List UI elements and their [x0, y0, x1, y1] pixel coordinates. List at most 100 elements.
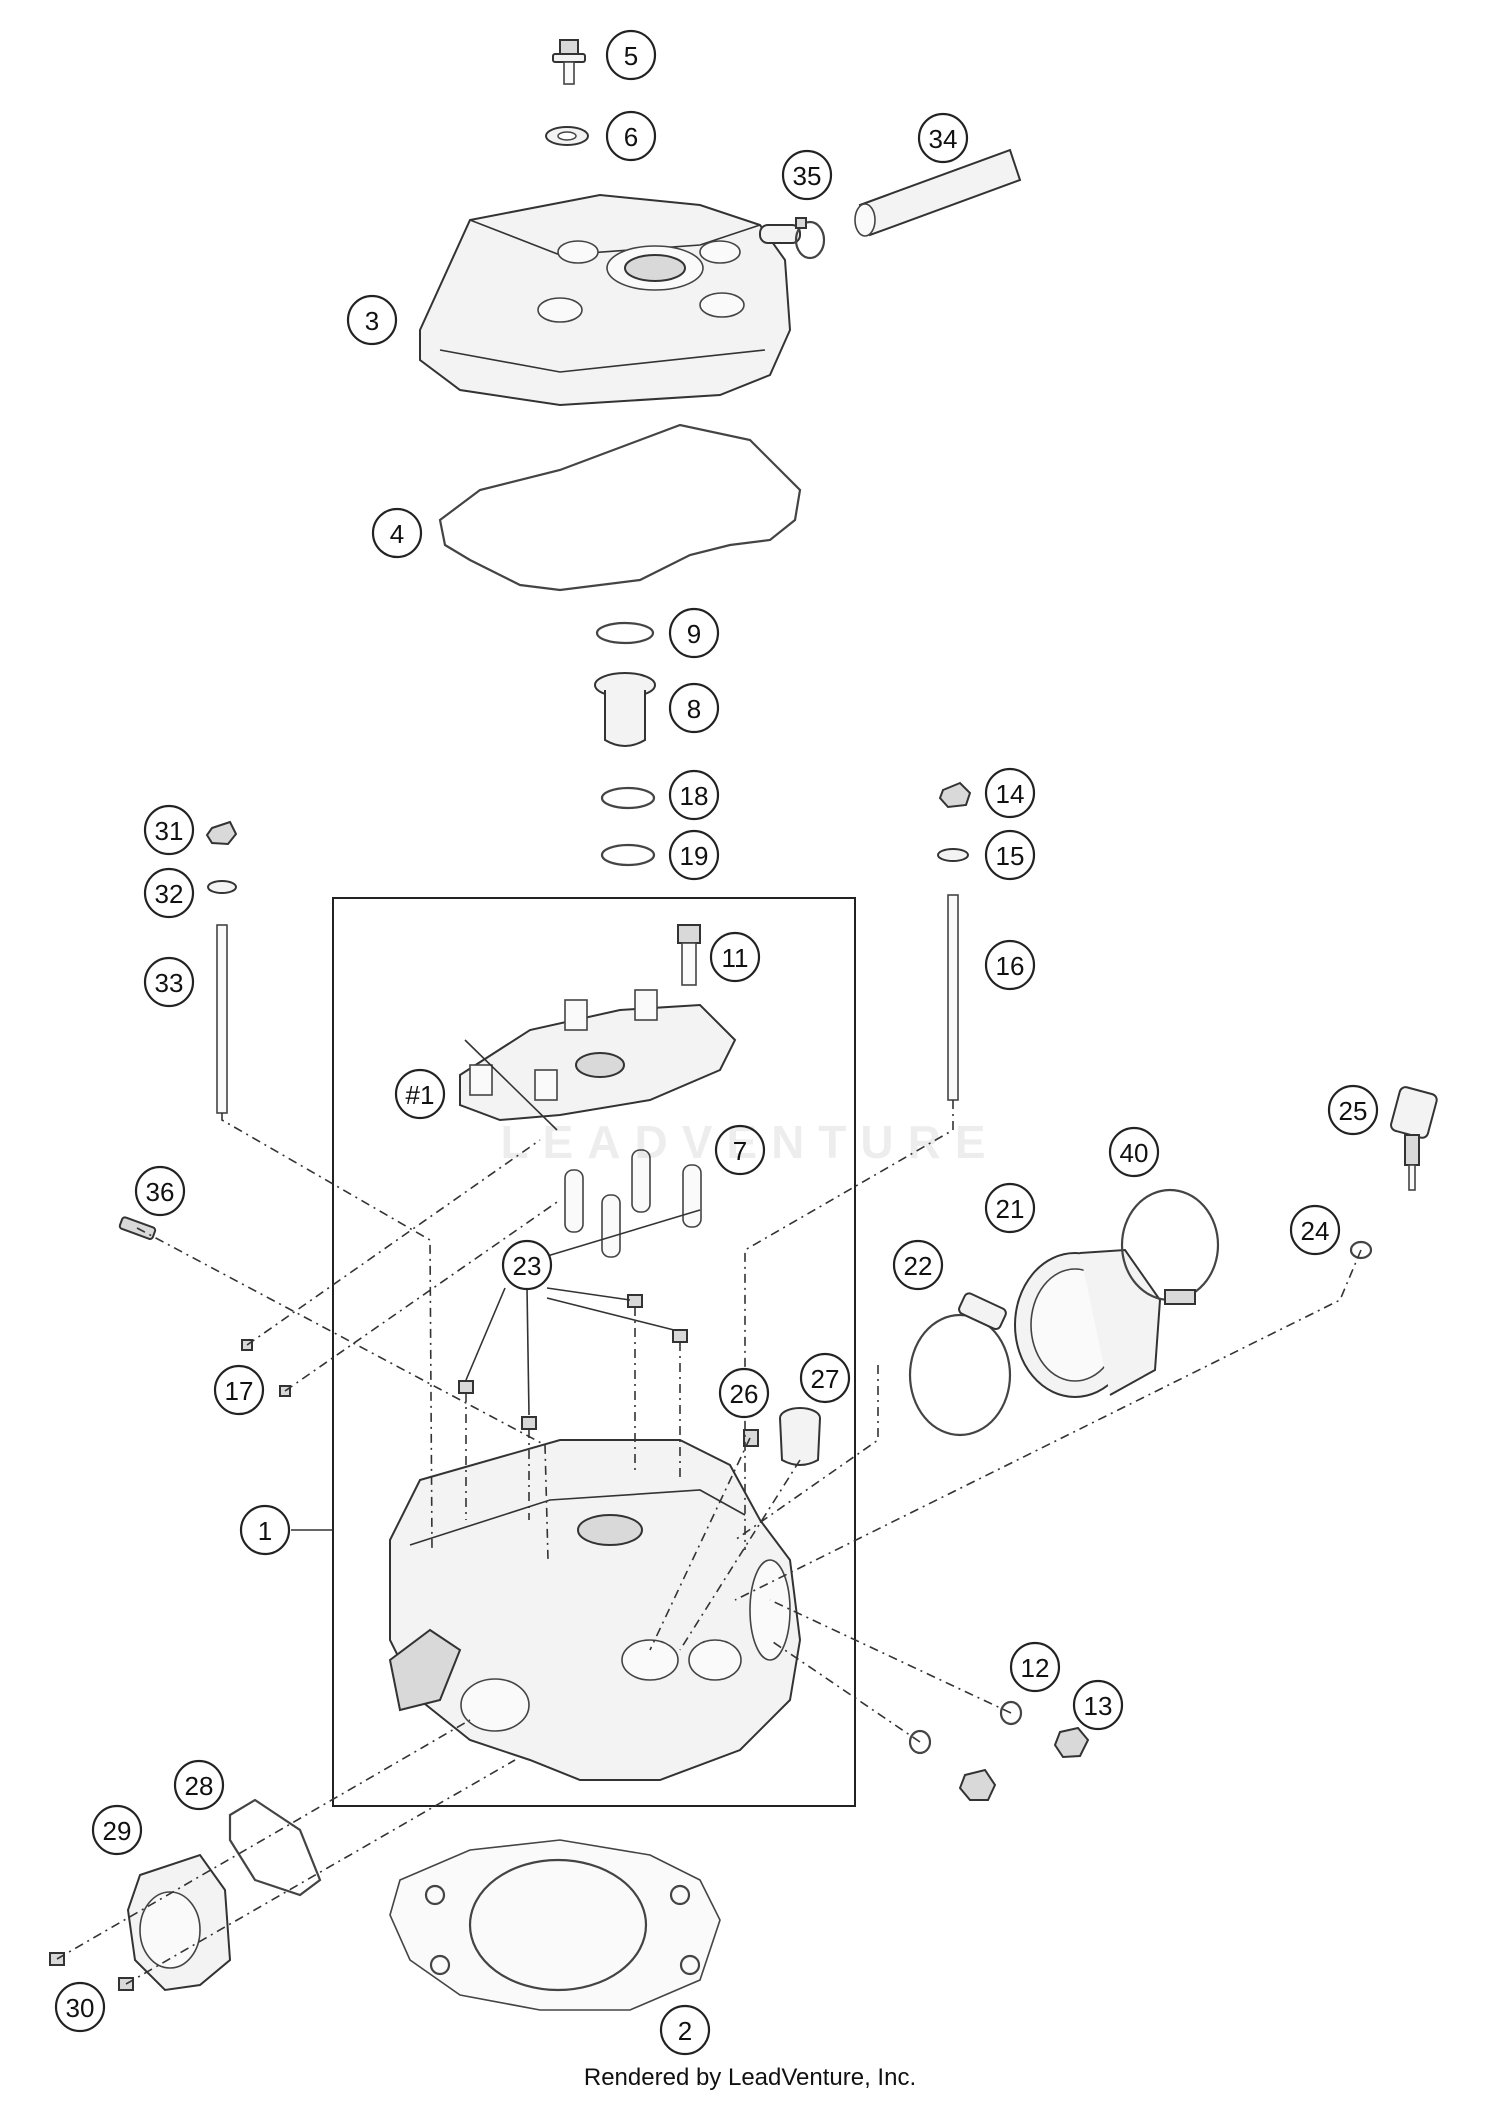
part-o-ring-12: [999, 1700, 1023, 1726]
callout-label: 27: [811, 1364, 840, 1394]
part-washer-32: [207, 880, 237, 894]
callout-7: 7: [714, 1124, 766, 1176]
callout-circle: [143, 804, 195, 856]
part-nut-14: [938, 781, 972, 809]
part-stud-16: [947, 894, 959, 1101]
part-hose-34: [854, 148, 1022, 237]
callout-circle: [143, 956, 195, 1008]
part-seal-9: [595, 621, 655, 645]
callout-circle: [659, 2004, 711, 2056]
callout-31: 31: [143, 804, 195, 856]
callout-label: 14: [996, 779, 1025, 809]
callout-18: 18: [668, 769, 720, 821]
part-gasket-4: [438, 423, 802, 592]
callout-label: 25: [1339, 1096, 1368, 1126]
callout-29: 29: [91, 1804, 143, 1856]
callout-circle: [346, 294, 398, 346]
callout-label: 15: [996, 841, 1025, 871]
part-valve-cover-3: [419, 193, 801, 407]
callout-19: 19: [668, 829, 720, 881]
callout-label: 6: [624, 122, 638, 152]
callout-5: 5: [605, 29, 657, 81]
callout-9: 9: [668, 607, 720, 659]
callout-23-pointers: [465, 1287, 675, 1416]
callout-label: 13: [1084, 1691, 1113, 1721]
callout-label: 24: [1301, 1216, 1330, 1246]
part-hose-clamp-22: [908, 1292, 1012, 1437]
callout-label: 34: [929, 124, 958, 154]
callout-4: 4: [371, 507, 423, 559]
callout-label: 32: [155, 879, 184, 909]
callout-32: 32: [143, 867, 195, 919]
callout-27: 27: [799, 1352, 851, 1404]
callout-circle: [1009, 1641, 1061, 1693]
callout-label: 4: [390, 519, 404, 549]
callout-label: 19: [680, 841, 709, 871]
callout-label: 17: [225, 1376, 254, 1406]
part-manifold-29: [126, 1853, 232, 1992]
part-o-ring-12b: [908, 1729, 932, 1755]
callout-circle: [605, 110, 657, 162]
callout-circle: [984, 939, 1036, 991]
callout-circle: [213, 1364, 265, 1416]
callout-circle: [1327, 1084, 1379, 1136]
callout-label: #1: [406, 1080, 435, 1110]
part-nut-31: [205, 820, 238, 846]
callout-25: 25: [1327, 1084, 1379, 1136]
callout-label: 16: [996, 951, 1025, 981]
callout-circle: [239, 1504, 291, 1556]
callout-circle: [605, 29, 657, 81]
watermark: LEADVENTURE: [500, 1116, 1000, 1168]
callout-36: 36: [134, 1165, 186, 1217]
part-sleeve-27: [779, 1407, 821, 1466]
part-screws-23: [458, 1294, 688, 1430]
part-temp-sensor-25: [1390, 1086, 1438, 1191]
callout-label: 26: [730, 1379, 759, 1409]
callout-circle: [714, 1124, 766, 1176]
part-plug-13: [1053, 1726, 1090, 1759]
leader-lines: [56, 1039, 1362, 1985]
callout-label: 33: [155, 968, 184, 998]
callout-23: 23: [501, 1239, 553, 1291]
part-bolt-5: [552, 39, 586, 85]
part-washer-6: [545, 126, 589, 146]
part-gasket-28: [228, 1798, 322, 1897]
callout-circle: [91, 1804, 143, 1856]
assembly-frame: [332, 897, 856, 1807]
callout-14: 14: [984, 767, 1036, 819]
callout-8: 8: [668, 682, 720, 734]
callout-circle: [371, 507, 423, 559]
part-washer-15: [937, 848, 969, 862]
callout-40: 40: [1108, 1126, 1160, 1178]
callout-3: 3: [346, 294, 398, 346]
callout-label: 3: [365, 306, 379, 336]
callout-circle: [134, 1165, 186, 1217]
part-washer-24: [1349, 1240, 1373, 1260]
callout-circle: [54, 1981, 106, 2033]
callout-12: 12: [1009, 1641, 1061, 1693]
callout-circle: [668, 682, 720, 734]
part-clamp-35: [794, 217, 826, 260]
callout-17: 17: [213, 1364, 265, 1416]
part-bolt-11: [677, 924, 701, 986]
callout-label: 23: [513, 1251, 542, 1281]
callout-label: 12: [1021, 1653, 1050, 1683]
callout-label: 18: [680, 781, 709, 811]
callout-28: 28: [173, 1759, 225, 1811]
callout-label: 2: [678, 2016, 692, 2046]
callout-label: 28: [185, 1771, 214, 1801]
part-valve-guides-7: [564, 1149, 702, 1258]
callout-2: 2: [659, 2004, 711, 2056]
callout-circle: [984, 767, 1036, 819]
callout-label: 8: [687, 694, 701, 724]
part-o-ring-19: [600, 843, 656, 867]
callout-label: 40: [1120, 1138, 1149, 1168]
callout-label: 21: [996, 1194, 1025, 1224]
callout-circle: [799, 1352, 851, 1404]
callout-label: 30: [66, 1993, 95, 2023]
callout-circle: [668, 607, 720, 659]
callout-circle: [1289, 1204, 1341, 1256]
part-plug-8: [594, 672, 656, 747]
